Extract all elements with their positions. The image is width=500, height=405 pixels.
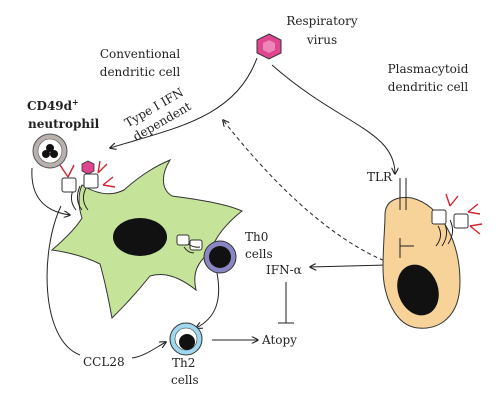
- cdc-th0-synapse: [176, 234, 203, 254]
- ifn-alpha-label: IFN-α: [266, 263, 302, 277]
- th0-label-2: cells: [245, 247, 273, 261]
- arrow-virus-to-neutrophil: [110, 57, 258, 148]
- th0-nucleus: [209, 246, 231, 268]
- pdc-receptor-box-2: [453, 213, 469, 229]
- conventional-dc-label-2: dendritic cell: [100, 65, 181, 79]
- synapse-lines: [183, 243, 201, 254]
- line-cdc-to-ccl28: [46, 205, 81, 356]
- th0-cell: [203, 240, 237, 274]
- conventional-dc-label-1: Conventional: [100, 47, 181, 61]
- synapse-box-1: [176, 234, 190, 246]
- respiratory-virus-label-1: Respiratory: [286, 14, 357, 28]
- cdc-receptor-box-1: [61, 177, 77, 193]
- neutrophil-label-1: CD49d+: [27, 97, 79, 113]
- arrow-th0-to-th2: [196, 272, 220, 328]
- inhibition-ifn-to-atopy: [278, 282, 294, 324]
- th2-nucleus: [179, 334, 195, 350]
- arrow-ifn-to-cdc-dashed: [223, 120, 391, 264]
- neutrophil-nucleus-lobe-3: [46, 144, 54, 152]
- tlr-receptor: [399, 178, 407, 210]
- arrow-virus-to-tlr: [271, 64, 395, 174]
- neutrophil-label-2: neutrophil: [28, 117, 100, 131]
- arrow-ccl28-to-th2: [131, 342, 166, 359]
- arrow-neutrophil-to-cdc: [31, 167, 70, 215]
- pdc-receptor-red-marks: [445, 193, 483, 235]
- pdc-inhibition-mark: [399, 238, 414, 258]
- tlr-label: TLR: [367, 170, 393, 184]
- th2-label-1: Th2: [172, 356, 195, 370]
- pdc-receptor-box-1: [431, 209, 447, 225]
- virus-core: [263, 40, 275, 53]
- respiratory-virus-icon: [256, 33, 282, 60]
- virus-hexagon: [256, 33, 282, 60]
- plasmacytoid-dendritic-cell: [382, 178, 483, 329]
- plasmacytoid-dc-label-1: Plasmacytoid: [388, 62, 469, 76]
- plasmacytoid-dc-label-2: dendritic cell: [388, 80, 469, 94]
- type1-ifn-label: Type I IFN dependent: [122, 85, 194, 144]
- neutrophil-nucleus-lobe-1: [42, 150, 50, 158]
- pdc-nucleus: [397, 264, 439, 316]
- neutrophil-nucleus-lobe-2: [50, 150, 58, 158]
- neutrophil-cell: [32, 133, 68, 169]
- th2-cell: [169, 322, 203, 356]
- th2-label-2: cells: [171, 373, 199, 387]
- th0-label-1: Th0: [245, 230, 268, 244]
- cdc-virus-icon: [81, 160, 95, 175]
- cdc-nucleus: [113, 218, 167, 256]
- cdc-receptor-red-marks: [59, 160, 116, 188]
- arrow-pdc-to-ifn-alpha: [310, 265, 389, 267]
- ccl28-label: CCL28: [83, 355, 125, 369]
- respiratory-virus-label-2: virus: [306, 33, 337, 47]
- cdc-receptor-box-2: [83, 173, 99, 189]
- atopy-label: Atopy: [261, 333, 297, 347]
- cdc-receptor-cluster: [59, 160, 116, 211]
- synapse-box-2: [189, 239, 203, 251]
